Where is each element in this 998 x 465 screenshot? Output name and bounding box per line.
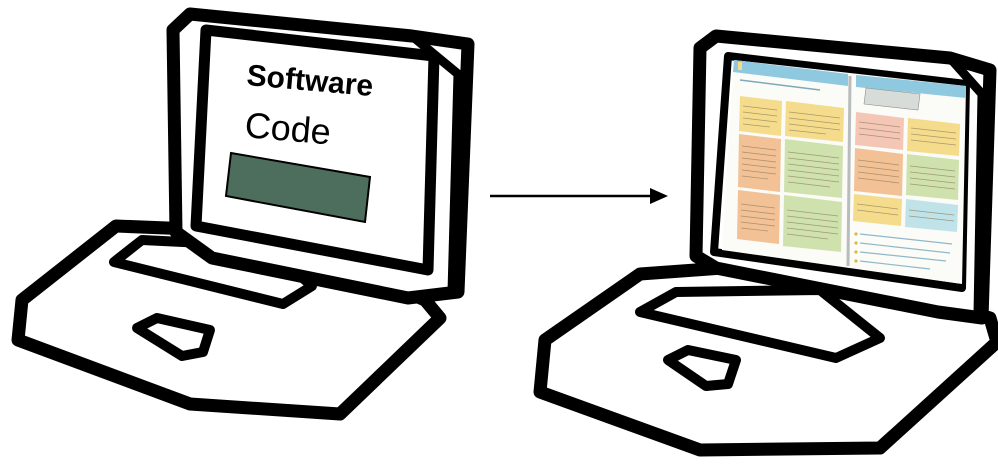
text-box — [853, 194, 902, 226]
right-laptop-keyboard — [635, 285, 885, 363]
text-box — [737, 190, 780, 244]
screen-subtitle: Code — [243, 104, 332, 152]
text-box — [907, 118, 960, 156]
left-laptop-lid-edge — [407, 31, 463, 297]
transform-arrow — [490, 188, 668, 204]
text-box — [906, 154, 959, 200]
right-laptop-touchpad — [663, 345, 741, 391]
code-block — [224, 151, 372, 224]
left-laptop — [11, 7, 475, 421]
left-screen-content: Software Code — [224, 59, 374, 224]
text-box — [905, 199, 958, 232]
text-box — [783, 195, 842, 252]
text-box — [854, 148, 903, 196]
page-illustration — [863, 87, 921, 111]
text-box — [738, 134, 781, 192]
text-box — [739, 96, 782, 136]
right-laptop-lid-edge — [945, 53, 987, 319]
page-header-right — [856, 75, 966, 98]
text-box — [784, 139, 843, 198]
text-box — [785, 101, 844, 142]
left-laptop-touchpad — [132, 313, 215, 361]
page-header-left — [733, 60, 848, 86]
bullet-list — [854, 232, 953, 270]
document-spread — [722, 60, 966, 284]
text-box — [855, 112, 904, 150]
left-laptop-screen — [190, 24, 440, 276]
